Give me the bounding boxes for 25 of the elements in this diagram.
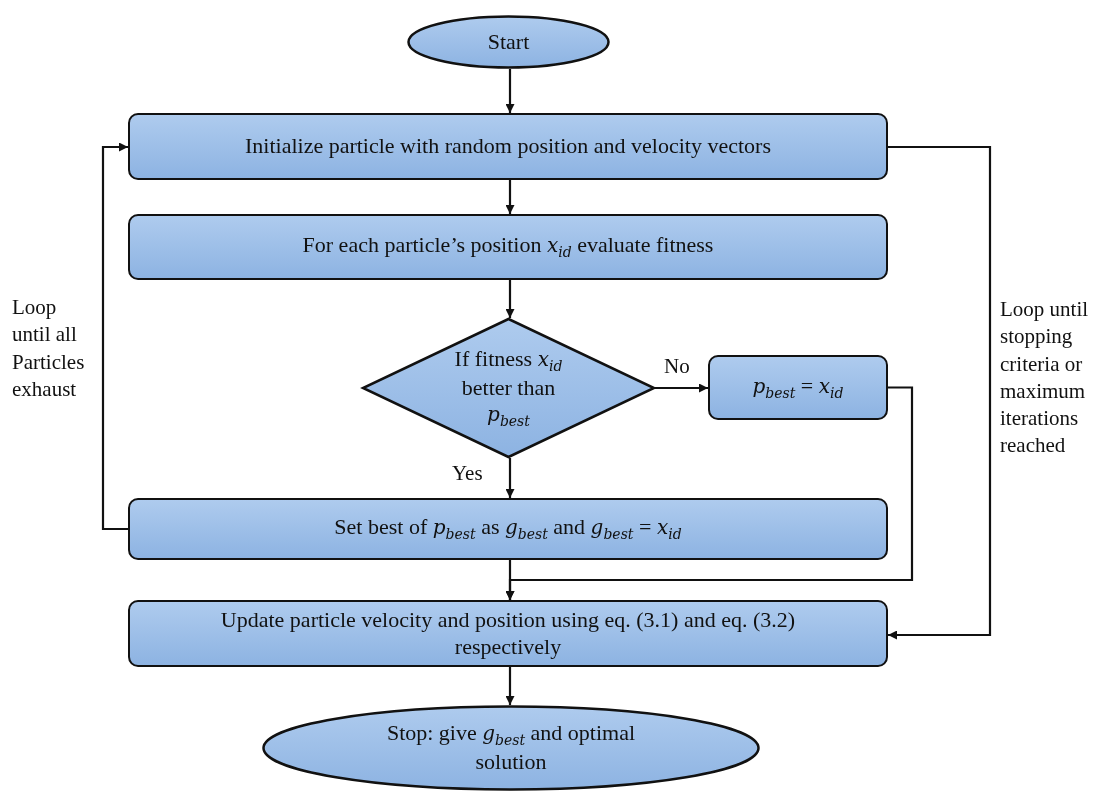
arrow bbox=[655, 383, 708, 393]
node-text: p$_{best}$ = x$_{id}$ bbox=[752, 372, 844, 403]
arrow bbox=[505, 280, 515, 318]
arrow bbox=[505, 69, 515, 113]
process-box bbox=[128, 214, 888, 280]
arrow bbox=[505, 667, 515, 705]
node-text: Initialize particle with random position and velocity vectors bbox=[245, 133, 771, 160]
arrow bbox=[505, 560, 515, 600]
terminal-ellipse bbox=[407, 15, 610, 69]
process-box bbox=[128, 600, 888, 667]
process-box bbox=[128, 113, 888, 180]
node-text: Stop: give g$_{best}$ and optimal solution bbox=[385, 720, 637, 776]
arrow bbox=[505, 458, 515, 498]
arrow bbox=[505, 180, 515, 214]
node-text: If fitness x$_{id}$ better than p$_{best}$ bbox=[453, 345, 564, 431]
process-box bbox=[128, 498, 888, 560]
terminal-ellipse bbox=[262, 705, 760, 791]
node-text: Set best of p$_{best}$ as g$_{best}$ and g$_{best}$ = x$_{id}$ bbox=[334, 514, 682, 544]
process-box bbox=[708, 355, 888, 420]
node-text: Start bbox=[487, 28, 530, 56]
node-text: Update particle velocity and position using eq. (3.1) and eq. (3.2) respectively bbox=[219, 607, 797, 660]
decision-diamond bbox=[362, 318, 655, 458]
node-text: For each particle’s position x$_{id}$ evaluate fitness bbox=[302, 232, 714, 262]
arrow bbox=[888, 145, 992, 640]
arrow bbox=[101, 142, 128, 531]
